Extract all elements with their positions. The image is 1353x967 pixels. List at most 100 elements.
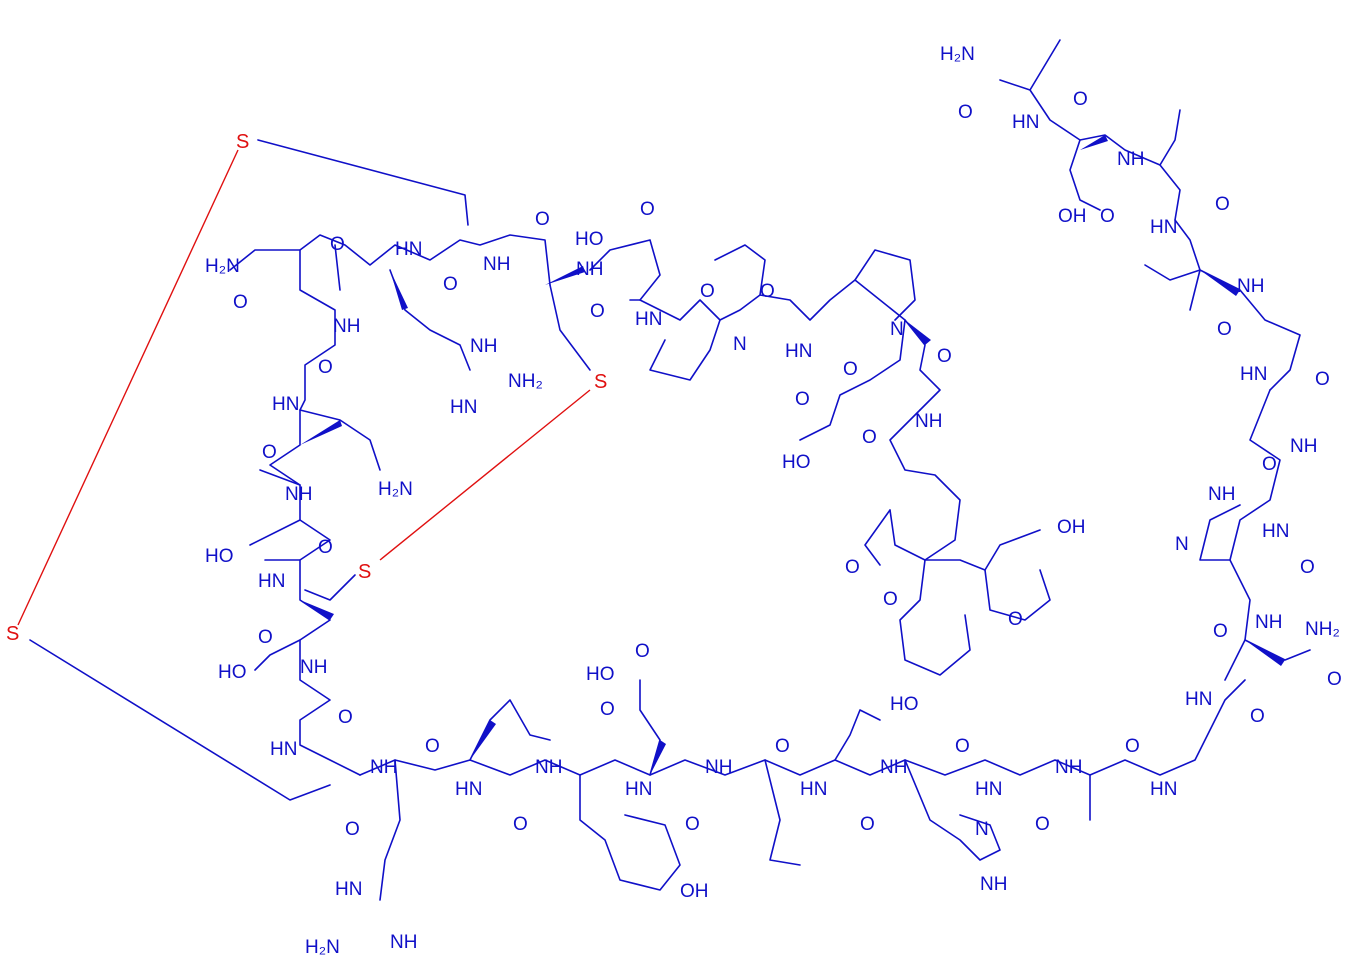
atom-labels: H₂N O O NH HN O NH O NH NH NH₂ HN O HN H…: [205, 44, 1342, 958]
imine-label: HN: [450, 397, 477, 418]
disulfide-bond-2: [379, 389, 591, 561]
sulfur-atoms: S S S S: [6, 131, 607, 645]
imidazole-n-label: N: [975, 819, 989, 840]
amide-nh-label: NH: [576, 259, 603, 280]
imidazole-n-label: N: [1175, 534, 1189, 555]
oxygen-label: O: [685, 814, 700, 835]
amide-nh-label: NH: [285, 484, 312, 505]
oxygen-label: O: [318, 537, 333, 558]
amide-nh-label: NH: [705, 757, 732, 778]
carboxyl-label: HO: [586, 664, 615, 685]
amine-label: NH₂: [1305, 619, 1340, 640]
oxygen-label: O: [535, 209, 550, 230]
amine-label: H₂N: [940, 44, 975, 65]
amide-nh-label: NH: [370, 757, 397, 778]
backbone-upper-middle: [589, 239, 1051, 676]
backbone-right: [999, 39, 1311, 681]
amine-label: H₂N: [205, 256, 240, 277]
amide-nh-label: NH: [1290, 436, 1317, 457]
oxygen-label: O: [318, 357, 333, 378]
sulfur-atom-bottom: S: [6, 623, 19, 645]
amide-nh-label: NH: [333, 316, 360, 337]
oxygen-label: O: [640, 199, 655, 220]
amide-hn-label: HN: [270, 739, 297, 760]
disulfide-bond-1: [17, 149, 239, 626]
amide-hn-label: HN: [625, 779, 652, 800]
oxygen-label: O: [425, 736, 440, 757]
oxygen-label: O: [1073, 89, 1088, 110]
amide-hn-label: HN: [800, 779, 827, 800]
amide-hn-label: HN: [975, 779, 1002, 800]
oxygen-label: O: [958, 102, 973, 123]
oxygen-label: O: [795, 389, 810, 410]
amide-hn-label: HN: [1185, 689, 1212, 710]
hydroxyl-label: HO: [205, 546, 234, 567]
amide-nh-label: NH: [483, 254, 510, 275]
oxygen-label: O: [1250, 706, 1265, 727]
amide-hn-label: HN: [272, 394, 299, 415]
amide-nh-label: NH: [1055, 757, 1082, 778]
sulfur-atom-middle: S: [594, 371, 607, 393]
oxygen-label: O: [843, 359, 858, 380]
amide-hn-label: HN: [1150, 779, 1177, 800]
amine-label: NH₂: [508, 371, 543, 392]
oxygen-label: O: [860, 814, 875, 835]
sulfur-atom-left: S: [358, 561, 371, 583]
carboxyl-label: HO: [575, 229, 604, 250]
hydroxyl-label: OH: [1057, 517, 1086, 538]
amide-nh-label: NH: [880, 757, 907, 778]
oxygen-label: O: [760, 281, 775, 302]
oxygen-label: O: [443, 274, 458, 295]
oxygen-label: O: [862, 427, 877, 448]
oxygen-label: O: [1125, 736, 1140, 757]
amide-hn-label: HN: [258, 571, 285, 592]
amide-nh-label: NH: [300, 657, 327, 678]
oxygen-label: O: [700, 281, 715, 302]
amide-hn-label: HN: [1012, 112, 1039, 133]
oxygen-label: O: [345, 819, 360, 840]
cys-link-top: [257, 139, 469, 226]
oxygen-label: O: [590, 301, 605, 322]
guanidine-nh-label: NH: [470, 336, 497, 357]
oxygen-label: O: [233, 292, 248, 313]
hydroxyl-label: HO: [218, 662, 247, 683]
amide-hn-label: HN: [1150, 217, 1177, 238]
oxygen-label: O: [1035, 814, 1050, 835]
oxygen-label: O: [600, 699, 615, 720]
cys-link-left: [304, 574, 356, 601]
oxygen-label: O: [1262, 454, 1277, 475]
oxygen-label: O: [330, 234, 345, 255]
stereo-wedges: [300, 135, 1285, 775]
amide-hn-label: HN: [455, 779, 482, 800]
oxygen-label: O: [338, 707, 353, 728]
oxygen-label: O: [1217, 319, 1232, 340]
imidazole-nh-label: NH: [1208, 484, 1235, 505]
guanidine-hn-label: HN: [335, 879, 362, 900]
backbone-left: [229, 234, 551, 776]
oxygen-label: O: [1215, 194, 1230, 215]
amide-nh-label: NH: [1117, 149, 1144, 170]
oxygen-label: O: [845, 557, 860, 578]
cysteine-linkages: [29, 139, 591, 801]
oxygen-label: O: [262, 442, 277, 463]
amide-hn-label: HN: [1240, 364, 1267, 385]
hydroxyl-label: HO: [890, 694, 919, 715]
amide-nh-label: NH: [535, 757, 562, 778]
proline-n-label: N: [890, 319, 904, 340]
amide-nh-label: NH: [1237, 276, 1264, 297]
oxygen-label: O: [1315, 369, 1330, 390]
carboxyl-label: HO: [782, 452, 811, 473]
oxygen-label: O: [635, 641, 650, 662]
hydroxyl-label: OH: [1058, 206, 1087, 227]
imidazole-nh-label: NH: [980, 874, 1007, 895]
amine-label: H₂N: [305, 937, 340, 958]
oxygen-label: O: [1327, 669, 1342, 690]
amide-hn-label: HN: [635, 309, 662, 330]
oxygen-label: O: [775, 736, 790, 757]
oxygen-label: O: [1213, 621, 1228, 642]
amide-nh-label: NH: [1255, 612, 1282, 633]
cys-link-bottom: [29, 639, 331, 801]
disulfide-bridges: [17, 149, 591, 626]
hydroxyl-label: OH: [680, 881, 709, 902]
